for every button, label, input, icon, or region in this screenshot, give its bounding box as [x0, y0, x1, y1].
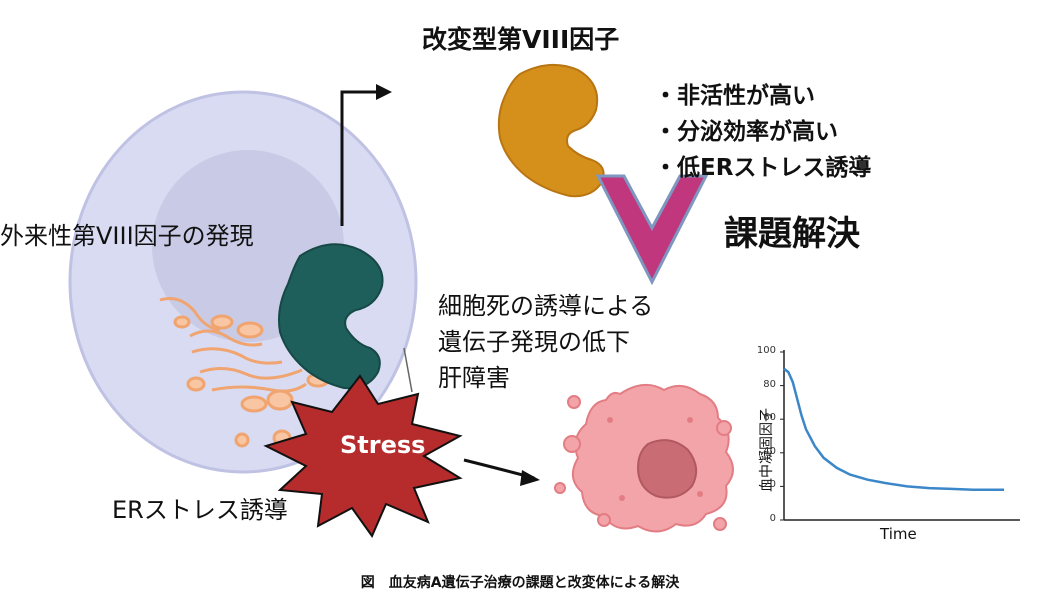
coagulation-chart — [780, 350, 1020, 521]
stress-burst — [263, 374, 463, 539]
arrow-to-modified — [340, 90, 388, 226]
chart-x-label: Time — [880, 525, 917, 543]
chart-y-tick-label: 0 — [769, 513, 776, 524]
exogenous-expression-label: 外来性第VIII因子の発現 — [0, 222, 254, 250]
coagulation-curve — [783, 367, 1004, 492]
er-stress-label: ERストレス誘導 — [112, 496, 288, 524]
cell-death-line-3: 肝障害 — [438, 364, 510, 392]
stress-label: Stress — [340, 431, 426, 459]
figure-caption: 図 血友病A遺伝子治療の課題と改変体による解決 — [360, 575, 680, 591]
cell-death-line-1: 細胞死の誘導による — [438, 292, 654, 320]
factor-viii-modified-protein — [497, 63, 605, 198]
benefit-bullet-1: ・非活性が高い — [654, 83, 815, 109]
benefit-bullet-3: ・低ERストレス誘導 — [654, 155, 872, 181]
arrow-head-right — [376, 84, 392, 100]
dying-cell — [554, 383, 734, 533]
chart-y-tick-label: 40 — [763, 445, 776, 457]
chart-y-tick-label: 100 — [756, 345, 776, 356]
modified-factor-title: 改変型第VIII因子 — [422, 25, 620, 54]
benefit-bullet-2: ・分泌効率が高い — [654, 119, 838, 145]
arrow-head-death — [520, 470, 540, 486]
chart-y-tick-label: 80 — [763, 378, 776, 390]
chart-y-tick-label: 20 — [763, 479, 776, 491]
solution-label: 課題解決 — [724, 214, 860, 254]
chart-y-tick-label: 60 — [763, 412, 776, 424]
factor-viii-original-protein — [278, 243, 384, 390]
check-arrow — [595, 174, 709, 286]
cell-death-line-2: 遺伝子発現の低下 — [438, 328, 630, 356]
stress-connector — [403, 347, 413, 393]
